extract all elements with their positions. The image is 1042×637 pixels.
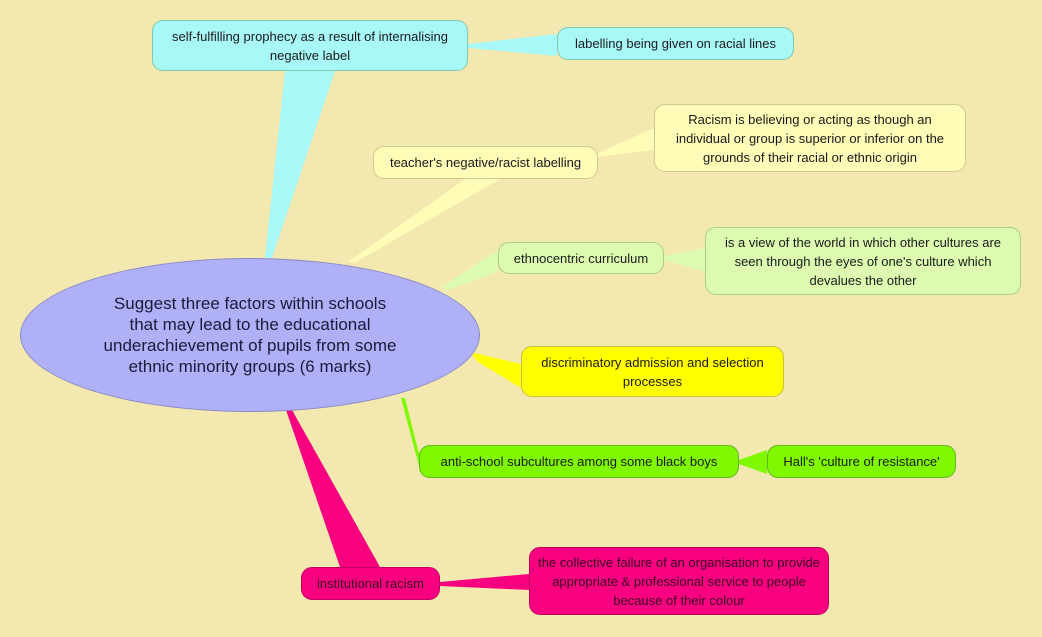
connector-root-prophecy	[265, 71, 335, 258]
node-label: teacher's negative/racist labelling	[389, 155, 582, 170]
connector-teacher-racism	[598, 128, 654, 157]
node-label: anti-school subcultures among some black…	[440, 454, 718, 469]
node-ethnocentric-curriculum[interactable]: ethnocentric curriculum	[498, 242, 664, 274]
node-ethnocentric-definition[interactable]: is a view of the world in which other cu…	[705, 227, 1021, 295]
central-topic[interactable]: Suggest three factors within schools tha…	[20, 258, 480, 412]
node-label: institutional racism	[317, 576, 424, 591]
connector-root-institutional	[286, 410, 380, 567]
node-label: Hall's 'culture of resistance'	[783, 454, 940, 469]
node-labelling-racial-lines[interactable]: labelling being given on racial lines	[557, 27, 794, 60]
connector-root-subcultures	[401, 398, 422, 466]
central-topic-text: Suggest three factors within schools tha…	[103, 294, 397, 376]
connector-root-teacher	[348, 179, 500, 262]
node-institutional-racism[interactable]: institutional racism	[301, 567, 440, 600]
connector-ethnocentric-definition	[664, 248, 705, 272]
node-label: labelling being given on racial lines	[575, 36, 776, 51]
node-anti-school-subcultures[interactable]: anti-school subcultures among some black…	[419, 445, 739, 478]
node-label: discriminatory admission and selection p…	[541, 354, 764, 389]
connector-root-admission	[470, 352, 521, 388]
node-label: self-fulfilling prophecy as a result of …	[171, 28, 449, 63]
node-institutional-racism-definition[interactable]: the collective failure of an organisatio…	[529, 547, 829, 615]
node-self-fulfilling-prophecy[interactable]: self-fulfilling prophecy as a result of …	[152, 20, 468, 71]
connector-subcultures-hall	[739, 450, 767, 474]
node-discriminatory-admission[interactable]: discriminatory admission and selection p…	[521, 346, 784, 397]
node-label: ethnocentric curriculum	[513, 250, 649, 266]
connector-institutional-definition	[440, 574, 529, 590]
node-culture-of-resistance[interactable]: Hall's 'culture of resistance'	[767, 445, 956, 478]
node-label: is a view of the world in which other cu…	[724, 234, 1001, 288]
node-racism-definition[interactable]: Racism is believing or acting as though …	[654, 104, 966, 172]
connector-root-ethnocentric	[440, 250, 498, 290]
node-label: the collective failure of an organisatio…	[538, 554, 820, 608]
node-teacher-labelling[interactable]: teacher's negative/racist labelling	[373, 146, 598, 179]
node-label: Racism is believing or acting as though …	[675, 111, 945, 165]
connector-prophecy-labelling	[468, 34, 557, 56]
